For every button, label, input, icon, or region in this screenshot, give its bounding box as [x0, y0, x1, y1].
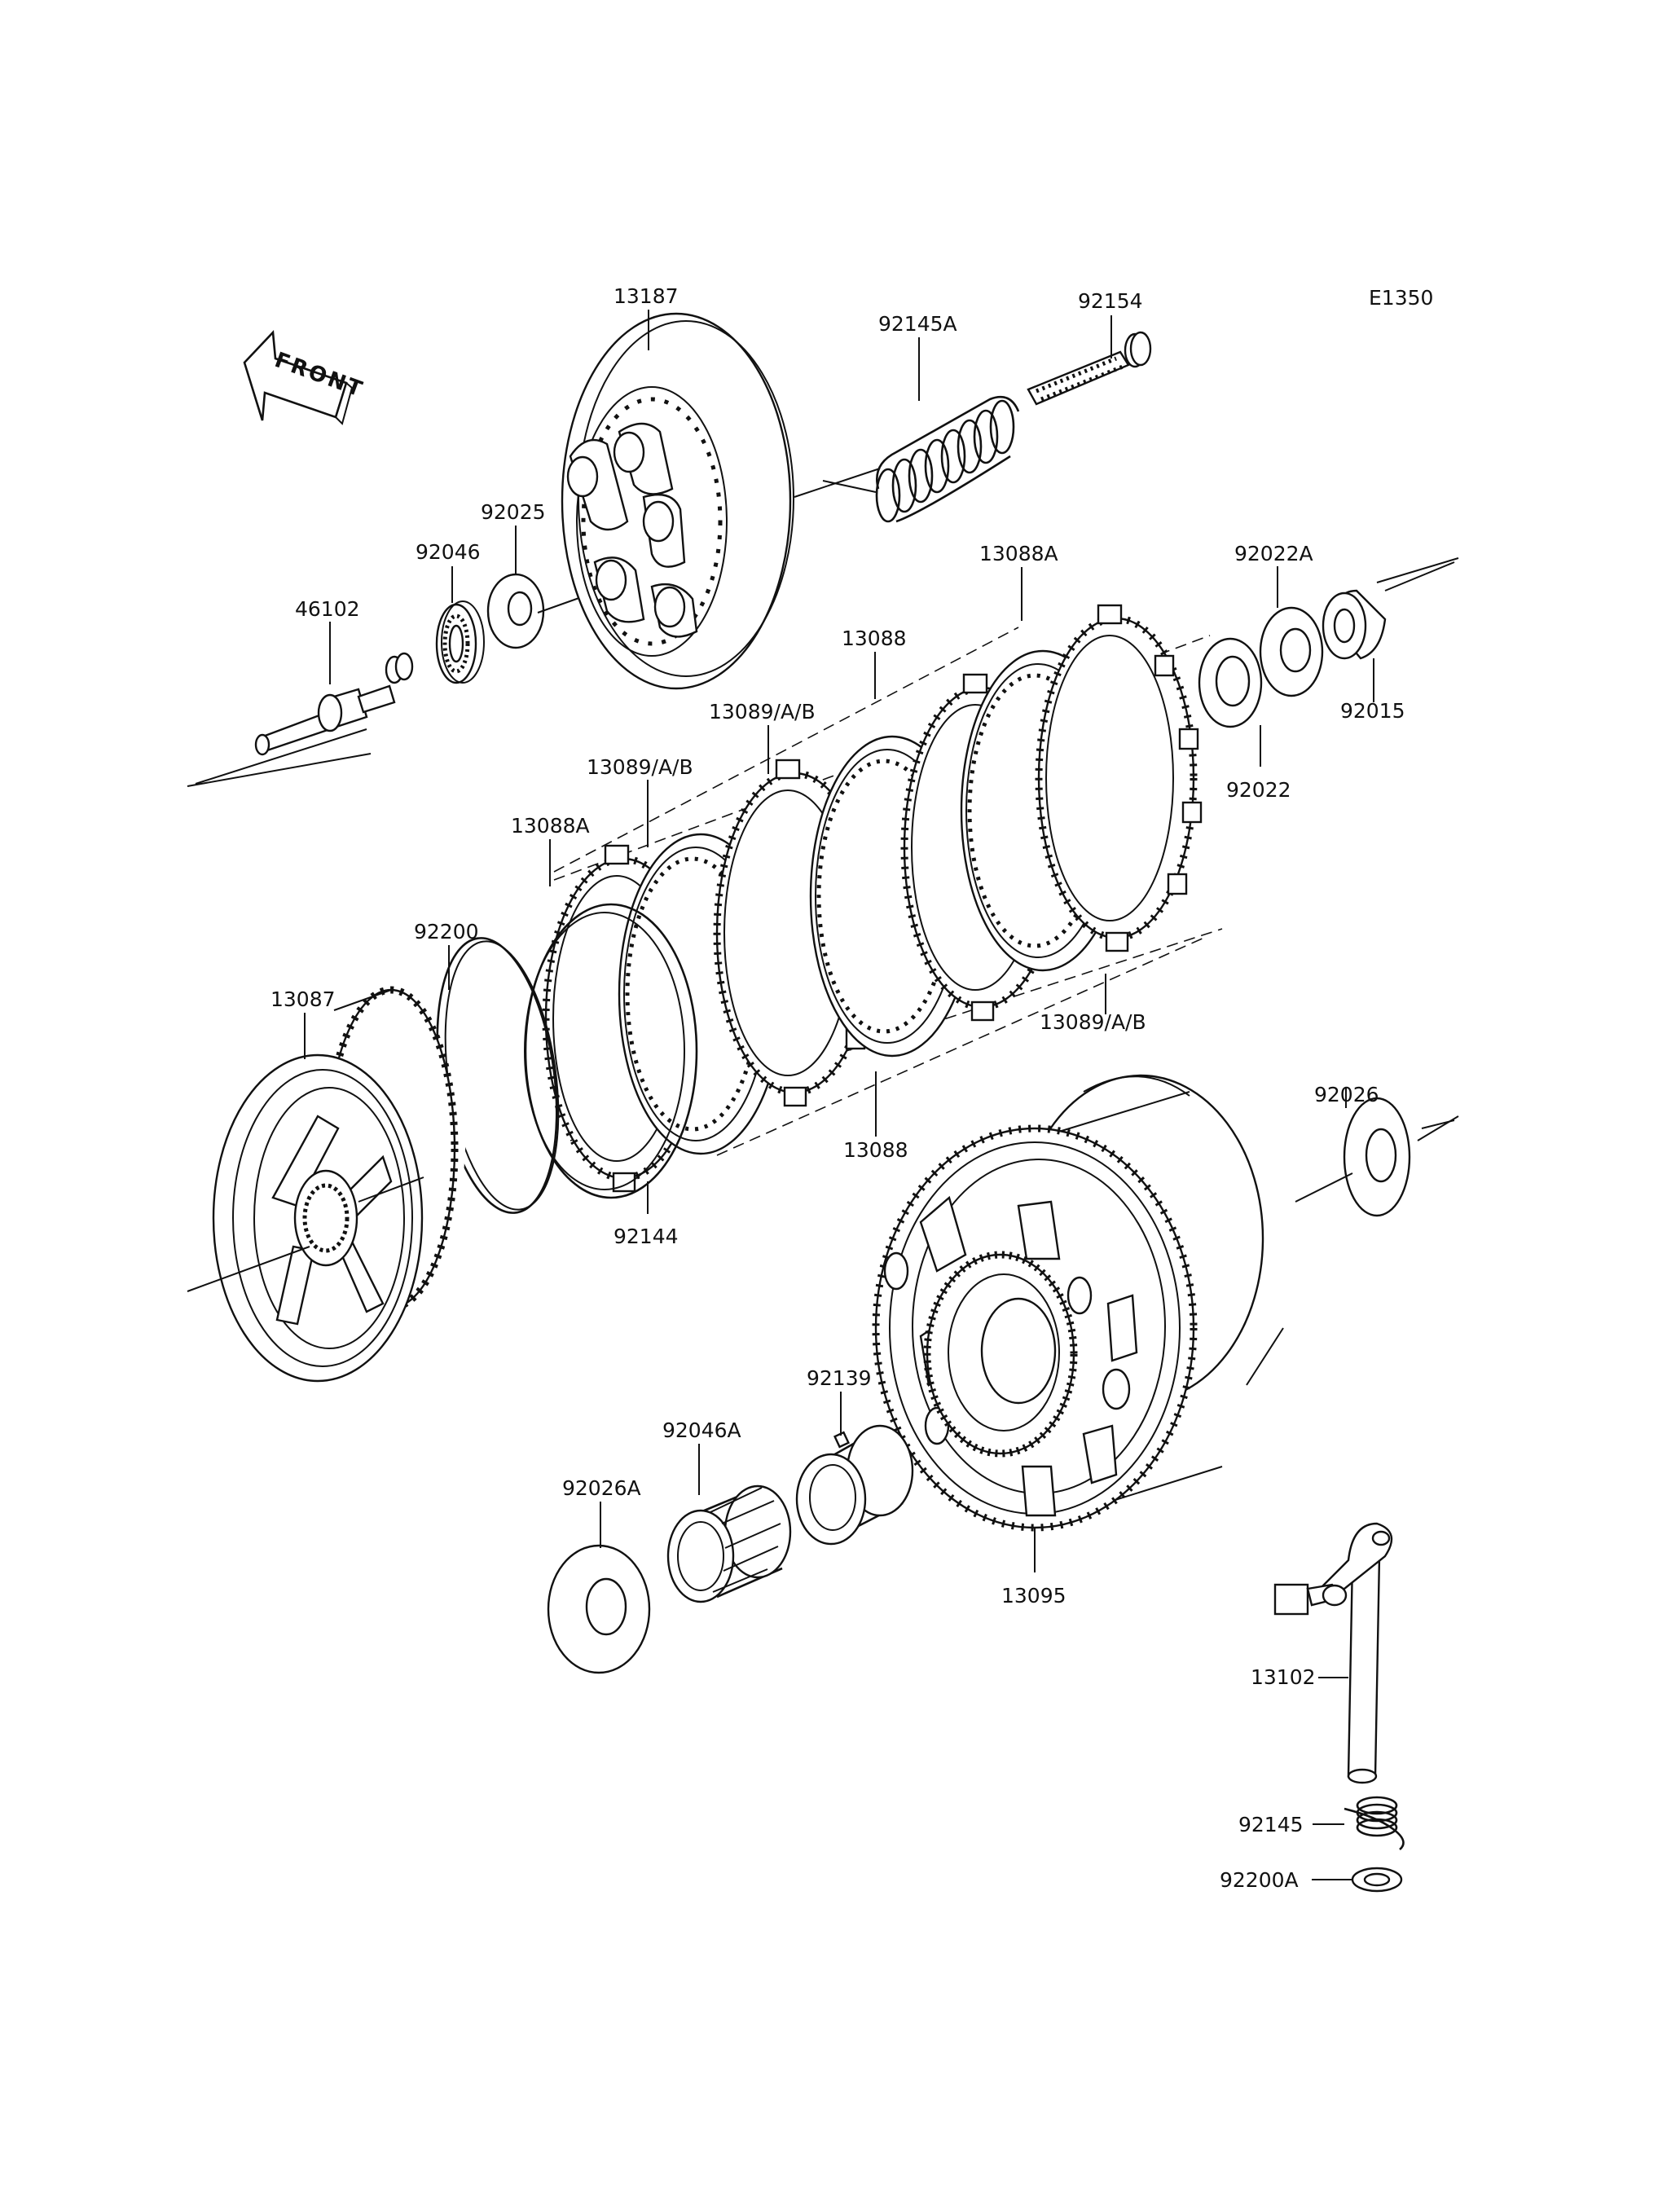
part-92139-drawing — [795, 1424, 914, 1546]
label-92026A: 92026A — [562, 1476, 641, 1500]
label-92154: 92154 — [1078, 289, 1143, 313]
label-13187: 13187 — [614, 284, 679, 308]
label-92015: 92015 — [1340, 699, 1405, 723]
label-92046A: 92046A — [662, 1418, 741, 1442]
label-13089AB-1: 13089/A/B — [709, 700, 816, 723]
part-92145A-drawing — [822, 395, 1020, 523]
part-46102-drawing — [187, 652, 414, 787]
label-13088-bottom: 13088 — [843, 1138, 908, 1162]
label-92022: 92022 — [1226, 778, 1291, 802]
part-92154-drawing — [1027, 331, 1152, 406]
part-92046A-drawing — [666, 1484, 792, 1603]
label-92025: 92025 — [481, 500, 546, 524]
part-92015-drawing — [1322, 557, 1459, 660]
label-13095: 13095 — [1001, 1584, 1066, 1607]
label-92046: 92046 — [416, 540, 481, 564]
label-92200: 92200 — [414, 920, 479, 943]
label-13089AB-3: 13089/A/B — [1040, 1010, 1146, 1034]
label-92022A: 92022A — [1234, 542, 1313, 565]
part-13087-drawing — [187, 986, 468, 1383]
front-arrow-icon: FRONT — [243, 330, 367, 425]
part-92022A-drawing — [1259, 606, 1324, 697]
part-92144-drawing — [524, 903, 698, 1199]
label-46102: 46102 — [295, 597, 360, 621]
label-92144: 92144 — [614, 1225, 679, 1248]
part-92200A-drawing — [1351, 1867, 1403, 1893]
label-92145: 92145 — [1238, 1813, 1304, 1836]
part-92026A-drawing — [547, 1544, 651, 1674]
label-13088A-left: 13088A — [511, 814, 590, 838]
front-label: FRONT — [271, 348, 367, 402]
label-13088A-top: 13088A — [979, 542, 1058, 565]
part-92022-drawing — [1198, 637, 1263, 728]
part-13095-drawing — [872, 1074, 1287, 1532]
leader-lines — [304, 310, 1374, 1880]
label-13102: 13102 — [1251, 1665, 1316, 1689]
label-92200A: 92200A — [1220, 1868, 1299, 1892]
label-92139: 92139 — [807, 1366, 872, 1390]
label-92145A: 92145A — [878, 312, 957, 336]
label-13089AB-2: 13089/A/B — [587, 755, 693, 779]
part-92145-drawing — [1344, 1796, 1405, 1850]
part-92026-drawing — [1295, 1097, 1459, 1217]
label-92026: 92026 — [1314, 1083, 1379, 1106]
label-13088-top: 13088 — [842, 627, 907, 650]
part-13187-drawing — [561, 312, 881, 690]
part-92046-drawing — [435, 600, 485, 684]
part-labels: 13187 92154 92145A 92025 92046 46102 130… — [270, 284, 1405, 1892]
label-13087: 13087 — [270, 987, 336, 1011]
diagram-code: E1350 — [1369, 286, 1433, 310]
part-13102-drawing — [1273, 1522, 1393, 1784]
